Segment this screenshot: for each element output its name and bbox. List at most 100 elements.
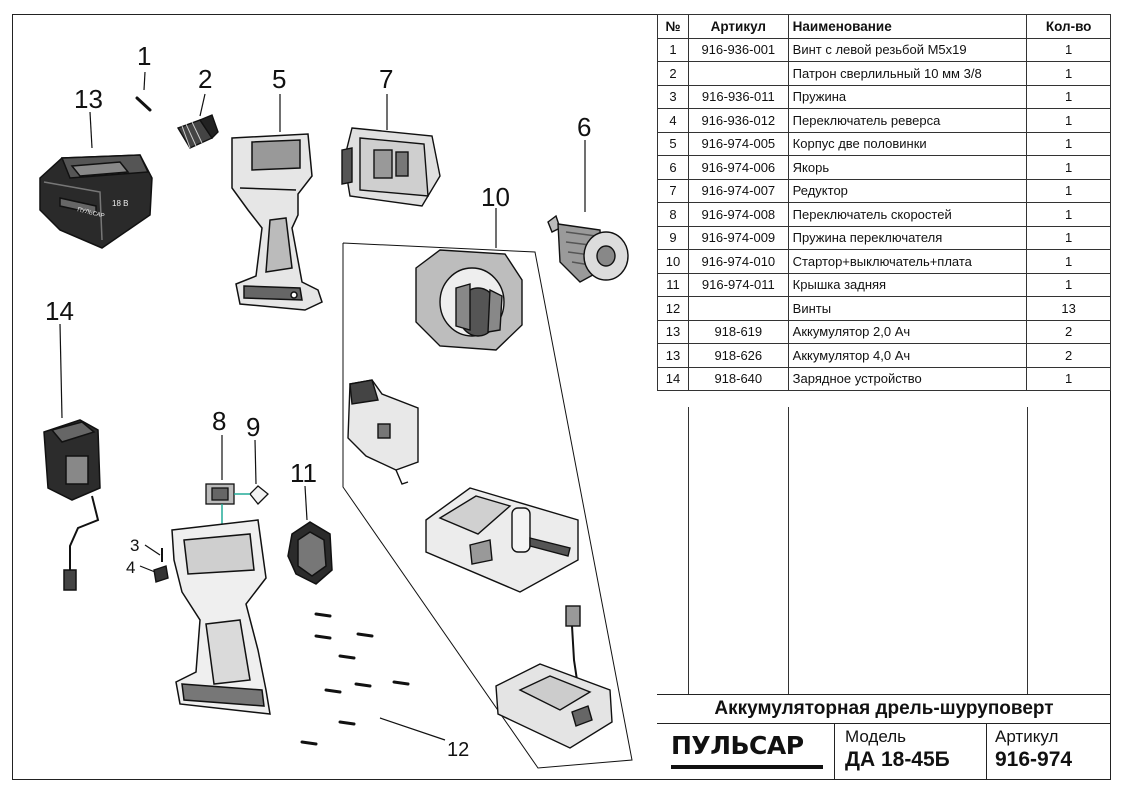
cell-qty: 1	[1026, 108, 1111, 133]
callout-2: 2	[198, 64, 212, 94]
battery-icon: ПУЛЬСАР 18 В	[39, 154, 153, 249]
cell-article: 916-936-011	[687, 84, 789, 109]
cell-article: 916-974-010	[687, 249, 789, 274]
callout-1: 1	[137, 41, 151, 71]
exploded-diagram: ПУЛЬСАР 18 В	[39, 41, 633, 769]
cell-no: 9	[657, 225, 689, 250]
cell-qty: 1	[1026, 202, 1111, 227]
callout-3: 3	[130, 536, 139, 555]
cell-article	[687, 296, 789, 321]
article-value: 916-974	[995, 748, 1073, 771]
cell-article: 916-974-009	[687, 225, 789, 250]
article-label: Артикул	[995, 727, 1059, 746]
cell-name: Винт с левой резьбой М5х19	[787, 37, 1028, 62]
speed-switch-icon	[205, 483, 235, 505]
cell-name: Корпус две половинки	[787, 131, 1028, 156]
cell-article: 918-619	[687, 319, 789, 344]
cell-name: Пружина	[787, 84, 1028, 109]
reverse-switch-icon	[153, 565, 169, 583]
cell-no: 11	[657, 272, 689, 297]
callout-7: 7	[379, 64, 393, 94]
cell-article: 916-974-007	[687, 178, 789, 203]
callout-8: 8	[212, 406, 226, 436]
callout-13: 13	[74, 84, 103, 114]
callout-4: 4	[126, 558, 135, 577]
brand-logo: ПУЛЬСАР	[657, 724, 835, 780]
callout-14: 14	[45, 296, 74, 326]
cell-name: Переключатель скоростей	[787, 202, 1028, 227]
cell-qty: 1	[1026, 131, 1111, 156]
cell-article: 916-974-011	[687, 272, 789, 297]
callout-11: 11	[290, 458, 317, 488]
cell-no: 14	[657, 366, 689, 391]
switch-spring-icon	[249, 485, 269, 505]
page-frame	[12, 14, 1111, 780]
cell-qty: 2	[1026, 343, 1111, 368]
article-cell: Артикул 916-974	[987, 724, 1111, 780]
screw-1-icon	[135, 96, 152, 112]
charger-icon	[43, 419, 101, 591]
cell-article: 916-974-006	[687, 155, 789, 180]
battery-voltage-text: 18 В	[112, 199, 128, 208]
cell-name: Патрон сверлильный 10 мм 3/8	[787, 61, 1028, 86]
cell-article: 916-936-001	[687, 37, 789, 62]
cell-qty: 1	[1026, 61, 1111, 86]
stator-icon	[415, 249, 523, 351]
model-value: ДА 18-45Б	[845, 748, 950, 771]
cell-name: Винты	[787, 296, 1028, 321]
screws-icon	[300, 612, 410, 746]
cell-name: Аккумулятор 4,0 Ач	[787, 343, 1028, 368]
cell-qty: 1	[1026, 155, 1111, 180]
callout-6: 6	[577, 112, 591, 142]
header-article: Артикул	[687, 14, 789, 39]
brand-name: ПУЛЬСАР	[671, 731, 804, 760]
cell-name: Зарядное устройство	[787, 366, 1028, 391]
cell-qty: 1	[1026, 37, 1111, 62]
header-qty: Кол-во	[1026, 14, 1111, 39]
callout-12: 12	[447, 739, 469, 761]
model-cell: Модель ДА 18-45Б	[835, 724, 987, 780]
cell-name: Крышка задняя	[787, 272, 1028, 297]
armature-icon	[547, 214, 629, 283]
cell-no: 13	[657, 343, 689, 368]
callout-10: 10	[481, 182, 510, 212]
rear-plate-icon	[495, 605, 613, 749]
parts-table-header: № Артикул Наименование Кол-во	[657, 14, 1111, 39]
cell-no: 6	[657, 155, 689, 180]
cell-no: 7	[657, 178, 689, 203]
cell-qty: 1	[1026, 178, 1111, 203]
model-label: Модель	[845, 727, 907, 746]
header-name: Наименование	[787, 14, 1028, 39]
cell-article	[687, 61, 789, 86]
cell-name: Пружина переключателя	[787, 225, 1028, 250]
switch-icon	[347, 379, 419, 485]
cell-no: 4	[657, 108, 689, 133]
cell-name: Переключатель реверса	[787, 108, 1028, 133]
brand-underline	[671, 765, 823, 769]
cell-name: Стартор+выключатель+плата	[787, 249, 1028, 274]
table-empty-area	[657, 407, 1111, 694]
title-block: ПУЛЬСАР Модель ДА 18-45Б Артикул 916-974	[657, 724, 1111, 780]
cell-qty: 2	[1026, 319, 1111, 344]
chuck-icon	[176, 114, 219, 149]
cell-qty: 1	[1026, 84, 1111, 109]
cell-name: Якорь	[787, 155, 1028, 180]
cell-article: 916-974-005	[687, 131, 789, 156]
gearbox-icon	[341, 127, 441, 207]
cell-qty: 1	[1026, 272, 1111, 297]
cell-no: 5	[657, 131, 689, 156]
cell-no: 3	[657, 84, 689, 109]
cell-no: 1	[657, 37, 689, 62]
cell-qty: 1	[1026, 249, 1111, 274]
